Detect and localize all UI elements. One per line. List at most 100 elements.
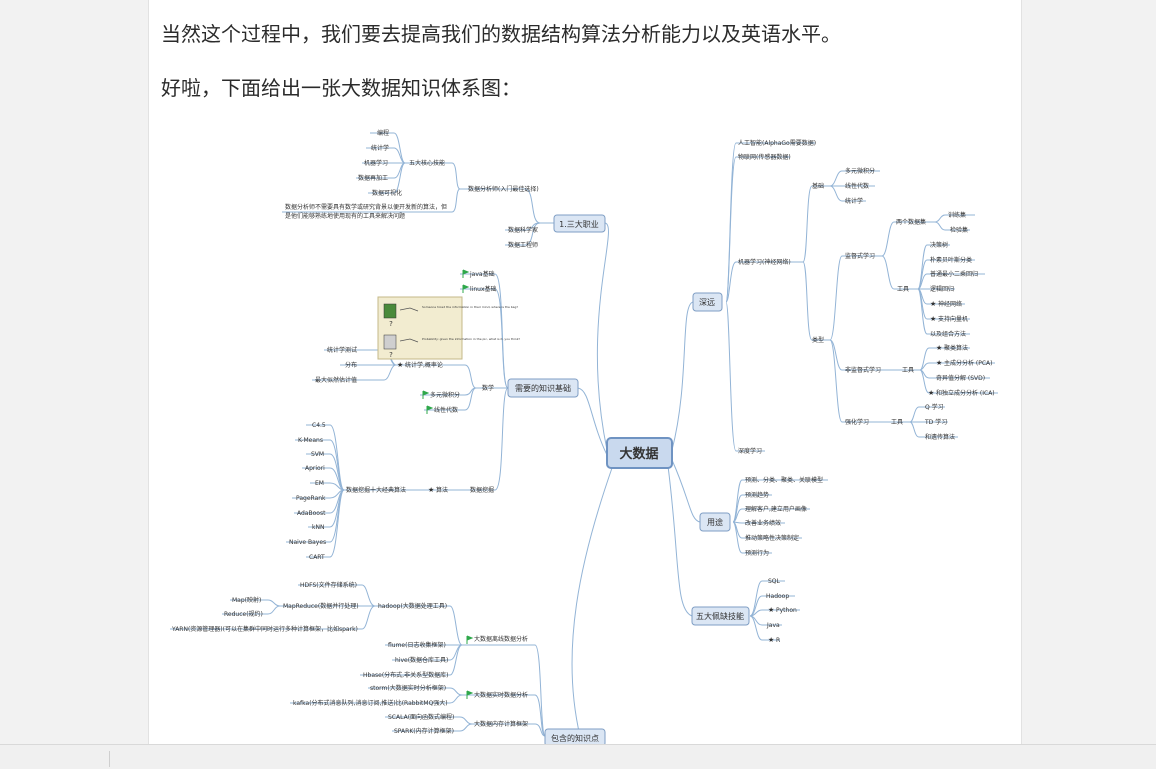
flag-icon — [422, 390, 430, 399]
leaf-map: Map(映射) — [232, 596, 261, 604]
status-divider — [109, 751, 110, 767]
leaf-storm: storm(大数据实时分析框架) — [370, 684, 446, 692]
flag-icons — [422, 269, 474, 699]
leaf-xianxingdaishu: 线性代数 — [434, 406, 458, 414]
leaf-ica: 和独立成分分析 (ICA) — [936, 389, 995, 397]
leaf-sql: SQL — [768, 578, 781, 585]
leaf-alg-knn: kNN — [312, 524, 324, 531]
branch-yongtu: 用途 — [707, 517, 723, 527]
mindmap-image: 大数据 1.三大职业 需要的知识基础 包含的知识点 深远 用途 五大佩缺技能 编… — [170, 129, 998, 744]
leaf-xunlianji: 训练集 — [948, 211, 966, 219]
leaf-yongtu-3: 理解客户,建立用户画像 — [745, 505, 807, 513]
branch-baohan: 包含的知识点 — [551, 733, 599, 743]
illustration-caption-1: Someone hiced the information in their m… — [422, 305, 518, 309]
leaf-pusu: 朴素贝叶斯分类 — [930, 256, 972, 264]
leaf-alg-c45: C4.5 — [312, 422, 326, 429]
leaf-kafka: kafka(分布式消息队列,消息订阅,推送)比(RabbitMQ强大) — [293, 699, 448, 707]
star-icon: ★ — [397, 361, 403, 369]
leaf-xianxing-2: 线性代数 — [845, 182, 869, 190]
leaf-java-skill: Java — [766, 622, 780, 629]
leaf-jianyanji: 检验集 — [950, 226, 968, 234]
article-paragraph-2: 好啦，下面给出一张大数据知识体系图： — [161, 76, 521, 100]
leaf-reduce: Reduce(规约) — [224, 610, 263, 618]
leaf-hdfs: HDFS(文件存储系统) — [300, 581, 357, 589]
leaf-luoji: 逻辑回归 — [930, 285, 954, 293]
question-mark: ? — [389, 320, 393, 328]
leaf-zuidasiran: 最大似然估计值 — [315, 376, 357, 384]
bag-icon — [383, 303, 397, 319]
leaf-gongju-1: 工具 — [897, 286, 909, 293]
star-icon: ★ — [930, 315, 936, 323]
leaf-yongtu-2: 预测趋势 — [745, 491, 769, 499]
star-icon: ★ — [936, 344, 942, 352]
leaf-python: Python — [776, 607, 797, 614]
question-mark: ? — [389, 351, 393, 359]
leaf-gailvlun: 统计学,概率论 — [405, 361, 443, 369]
leaf-lixian: 大数据离线数据分析 — [474, 635, 528, 643]
leaf-kexuejia: 数据科学家 — [508, 226, 538, 234]
leaf-note-1: 数据分析师不需要具有数学或研究背景以便开发新的算法，但 — [285, 203, 447, 211]
leaf-alg-adaboost: AdaBoost — [297, 510, 326, 517]
branch-wuda: 五大佩缺技能 — [696, 611, 744, 621]
article-paragraph-1: 当然这个过程中，我们要去提高我们的数据结构算法分析能力以及英语水平。 — [161, 22, 841, 46]
leaf-gongju-2: 工具 — [902, 367, 914, 374]
flag-icon — [466, 635, 474, 644]
leaf-td-xuexi: TD 学习 — [924, 418, 947, 426]
leaf-fenxishi: 数据分析师(入门最佳选择) — [468, 185, 539, 193]
leaf-alg-apriori: Apriori — [305, 465, 325, 472]
leaf-shuxue: 数学 — [482, 384, 494, 392]
mindmap-leaves: 编程 统计学 机器学习 数据再加工 数据可视化 五大核心技能 数据分析师(入门最… — [171, 129, 995, 735]
leaf-shujuwajue: 数据挖掘 — [470, 486, 494, 494]
leaf-tongjixue-ceshi: 统计学测试 — [327, 346, 357, 354]
leaf-yarn: YARN(资源管理器)(可以在集群中同时运行多种计算框架，比如spark) — [171, 625, 358, 633]
leaf-fenbu: 分布 — [345, 361, 357, 369]
leaf-feijiandu: 非监督式学习 — [845, 366, 881, 374]
leaf-wulianwang: 物联网(传感器数据) — [738, 153, 791, 161]
bag-icon — [383, 334, 397, 350]
leaf-liangge-shujuji: 两个数据集 — [896, 218, 926, 226]
leaf-zuhe: 以及组合方法 — [930, 330, 966, 338]
flag-icon — [462, 284, 470, 293]
hand-icon — [399, 338, 419, 343]
leaf-q-xuexi: Q 学习 — [925, 403, 944, 411]
leaf-mapreduce: MapReduce(数据并行处理) — [283, 602, 359, 610]
leaf-hive: hive(数据仓库工具) — [395, 656, 448, 664]
leaf-jiandu: 监督式学习 — [845, 252, 875, 260]
leaf-scala: SCALA(面向函数式编程) — [388, 713, 454, 721]
leaf-alg-cart: CART — [309, 554, 325, 561]
probability-illustration: ? ? Someone hiced the information in the… — [377, 296, 520, 360]
leaf-zuixiao: 普通最小二乘回归 — [930, 270, 978, 278]
star-icon: ★ — [768, 606, 774, 614]
leaf-java: java基础 — [469, 270, 495, 278]
branch-sanda: 1.三大职业 — [559, 219, 599, 229]
star-icons: ★ ★ ★ ★ ★ ★ ★ ★ ★ — [397, 300, 942, 644]
leaf-yichuan: 和遗传算法 — [925, 433, 955, 441]
leaf-jiqixuexi: 机器学习 — [364, 159, 388, 167]
leaf-weijifen-2: 多元微积分 — [845, 167, 875, 175]
star-icon: ★ — [936, 359, 942, 367]
star-icon: ★ — [428, 486, 434, 494]
leaf-pca: 主成分分析 (PCA) — [944, 359, 993, 367]
leaf-hadoop-skill: Hadoop — [766, 593, 789, 600]
leaf-keshihua: 数据可视化 — [372, 189, 402, 197]
leaf-flume: flume(日志收集框架) — [388, 641, 446, 649]
leaf-neicun: 大数据内存计算框架 — [474, 720, 528, 728]
leaf-weijifen: 多元微积分 — [430, 391, 460, 399]
leaf-shida-suanfa: 数据挖掘十大经典算法 — [346, 486, 406, 494]
leaf-suanfa: 算法 — [436, 486, 448, 494]
star-icon: ★ — [928, 389, 934, 397]
leaf-biancheng: 编程 — [377, 129, 389, 137]
leaf-alg-naivebayes: Naive Bayes — [289, 539, 326, 546]
hand-icon — [399, 307, 419, 312]
leaf-jichu: 基础 — [812, 182, 824, 190]
leaf-shishi: 大数据实时数据分析 — [474, 691, 528, 699]
branch-jichu: 需要的知识基础 — [515, 383, 571, 393]
illustration-caption-2: Probability: given the information in th… — [422, 337, 520, 341]
leaf-svd: 奇异值分解 (SVD) — [936, 374, 985, 382]
leaf-shujujiagong: 数据再加工 — [358, 174, 388, 182]
leaf-shenjing: 神经网络 — [938, 300, 962, 308]
leaf-tongji-2: 统计学 — [845, 197, 863, 205]
leaf-spark: SPARK(内存计算框架) — [394, 727, 454, 735]
leaf-r: R — [776, 637, 780, 644]
leaf-yongtu-4: 改善业务绩效 — [745, 519, 781, 527]
